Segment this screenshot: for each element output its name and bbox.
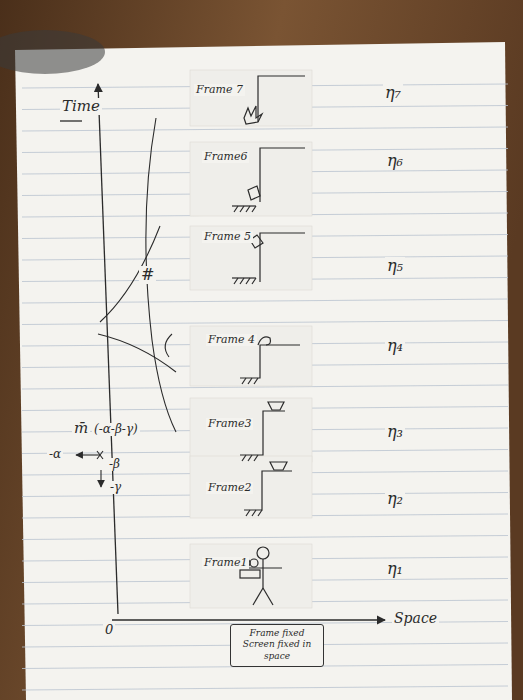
sketch-stroke bbox=[246, 510, 262, 516]
mass-symbol: m̄ bbox=[72, 420, 90, 437]
ruled-line bbox=[22, 299, 508, 303]
sketch-stroke bbox=[234, 206, 256, 212]
hash-mark: # bbox=[139, 266, 156, 284]
sketch-stroke bbox=[97, 451, 103, 459]
sketch-stroke bbox=[100, 226, 160, 322]
eta-label: η₃ bbox=[385, 423, 405, 441]
sketch-stroke bbox=[260, 233, 305, 282]
ruled-lines bbox=[22, 84, 508, 690]
time-axis bbox=[98, 84, 118, 614]
frame-label: Frame1 bbox=[202, 557, 249, 569]
eta-label: η₄ bbox=[385, 337, 405, 355]
eta-label: η₅ bbox=[385, 257, 405, 275]
sketch-stroke bbox=[244, 106, 262, 124]
sketch-stroke bbox=[165, 334, 172, 357]
sketch-stroke bbox=[248, 186, 260, 200]
axis-label: Space bbox=[392, 611, 439, 626]
sketch-stroke bbox=[258, 76, 305, 122]
sketch-stroke bbox=[260, 148, 305, 202]
component-label: -β bbox=[107, 458, 122, 471]
ruled-line bbox=[22, 127, 508, 131]
sketch-stroke bbox=[98, 334, 176, 372]
sketch-stroke bbox=[270, 462, 287, 470]
sketch-stroke bbox=[190, 398, 312, 462]
note-box: Frame fixed Screen fixed in space bbox=[230, 624, 324, 667]
frame-label: Frame 7 bbox=[194, 84, 245, 96]
sketch-stroke bbox=[190, 544, 312, 608]
sketch-stroke bbox=[242, 378, 258, 384]
sketch-stroke bbox=[190, 456, 312, 518]
sketch-stroke bbox=[97, 451, 103, 459]
shadow bbox=[0, 30, 105, 74]
frame-label: Frame 5 bbox=[202, 231, 253, 243]
sketch-stroke bbox=[240, 570, 260, 578]
world-lines bbox=[98, 118, 176, 432]
sketch-stroke bbox=[100, 470, 101, 487]
underline bbox=[60, 120, 82, 121]
ruled-line bbox=[22, 536, 508, 540]
sketch-stroke bbox=[268, 402, 284, 410]
paper-sheet bbox=[15, 42, 512, 700]
sketch-stroke bbox=[190, 70, 312, 126]
eta-label: η₇ bbox=[383, 84, 403, 102]
sketch-stroke bbox=[190, 226, 312, 290]
eta-label: η₁ bbox=[385, 560, 405, 578]
sketch-stroke bbox=[263, 588, 273, 605]
sketch-stroke bbox=[253, 588, 263, 605]
frame-panels bbox=[190, 70, 312, 608]
frame-label: Frame3 bbox=[206, 418, 253, 430]
sketch-stroke bbox=[234, 278, 256, 284]
component-arrows bbox=[76, 451, 103, 487]
space-axis bbox=[112, 619, 385, 620]
eta-label: η₂ bbox=[385, 490, 405, 508]
sketch-stroke bbox=[262, 559, 263, 588]
sketch-stroke bbox=[242, 455, 258, 461]
axes bbox=[60, 84, 385, 620]
sketch-stroke bbox=[258, 337, 271, 345]
sketch-stroke bbox=[190, 142, 312, 216]
origin-label: 0 bbox=[103, 623, 115, 637]
component-label: -α bbox=[47, 448, 63, 461]
ruled-line bbox=[22, 321, 508, 325]
component-list: (-α-β-γ) bbox=[92, 423, 140, 436]
frame-label: Frame6 bbox=[202, 151, 249, 163]
ruled-line bbox=[22, 686, 508, 690]
frame-label: Frame 4 bbox=[206, 334, 257, 346]
sketch-stroke bbox=[257, 547, 269, 559]
axis-label: Time bbox=[60, 98, 102, 115]
box-text: Frame fixed Screen fixed in space bbox=[235, 628, 319, 662]
sketch-stroke bbox=[190, 326, 312, 386]
sketch-stroke bbox=[250, 559, 258, 567]
sketch-stroke bbox=[246, 567, 282, 568]
sketch-stroke bbox=[76, 454, 100, 455]
component-label: -γ bbox=[108, 481, 123, 494]
frame-label: Frame2 bbox=[206, 482, 253, 494]
eta-label: η₆ bbox=[385, 152, 405, 170]
sketch-stroke bbox=[240, 345, 300, 378]
